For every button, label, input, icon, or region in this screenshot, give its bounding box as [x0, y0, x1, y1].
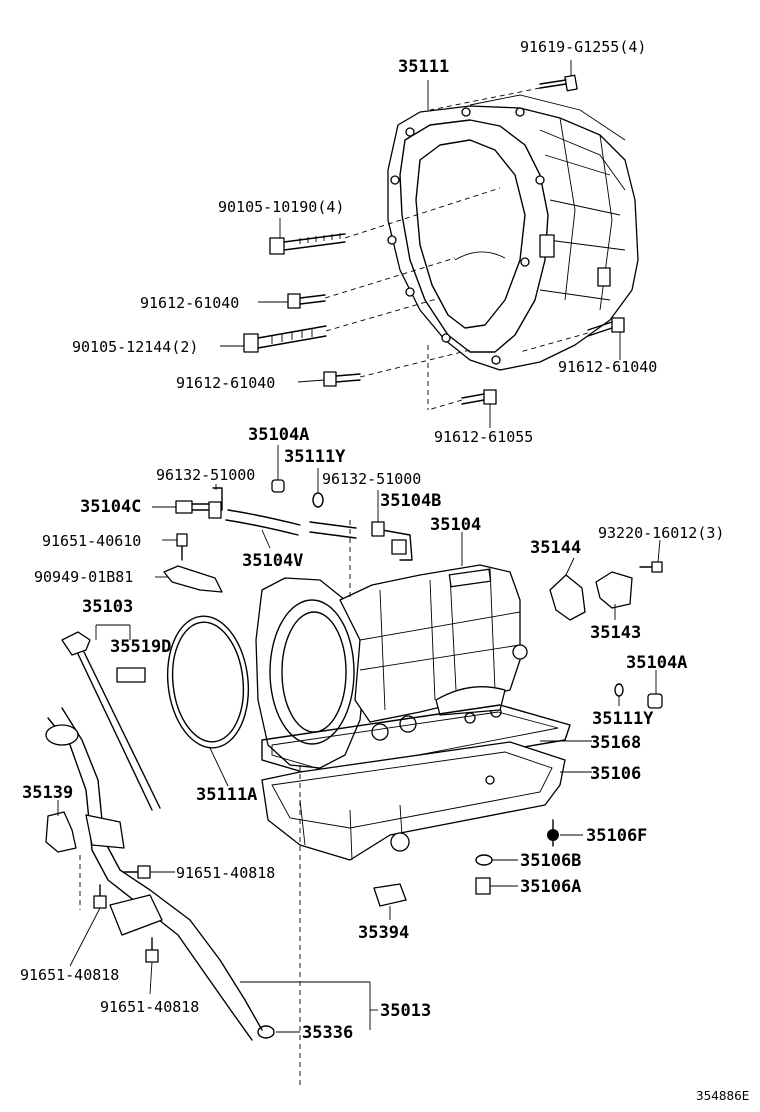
label-93220-16012: 93220-16012(3): [598, 524, 724, 542]
bolt-91612-61055: [461, 389, 497, 405]
reference-code: 354886E: [696, 1089, 749, 1103]
label-35106: 35106: [590, 764, 641, 784]
bolt-91612-61040-b: [323, 371, 361, 387]
label-35106F: 35106F: [586, 826, 647, 846]
dipstick-35103: [61, 631, 161, 811]
label-35519D: 35519D: [110, 637, 171, 657]
bolt-90105-10190: [269, 233, 346, 255]
dipstick-seal-35519D: [116, 667, 146, 683]
filler-tube-35013: [45, 707, 263, 1041]
plug-35106F: [547, 819, 559, 847]
label-91612-61040-b: 91612-61040: [176, 374, 275, 392]
label-35168: 35168: [590, 733, 641, 753]
bolt-91651-40610: [176, 533, 188, 561]
oil-pan-gasket: [261, 704, 571, 781]
label-91619-G1255: 91619-G1255(4): [520, 38, 646, 56]
clamp-96132-b: [371, 521, 385, 537]
label-35394: 35394: [358, 923, 409, 943]
label-35111: 35111: [398, 57, 449, 77]
oring-35111A: [166, 615, 250, 749]
label-35111Y-right: 35111Y: [592, 709, 654, 729]
label-35013: 35013: [380, 1001, 431, 1021]
label-35103: 35103: [82, 597, 133, 617]
label-91651-40818-a: 91651-40818: [176, 864, 275, 882]
label-35104V: 35104V: [242, 551, 303, 571]
label-35104A-top: 35104A: [248, 425, 309, 445]
oil-pan: [261, 741, 566, 861]
oring-35111Y-top: [312, 492, 324, 508]
union-35104C: [175, 500, 222, 519]
bolt-90105-12144: [243, 325, 327, 353]
leader-lines: [57, 60, 661, 1033]
label-35104A-right: 35104A: [626, 653, 687, 673]
union-35104A-top: [271, 479, 285, 493]
bolt-91651-40818-c: [145, 937, 159, 963]
strainer-35394: [373, 883, 407, 907]
label-91612-61040-a: 91612-61040: [140, 294, 239, 312]
bracket-35139: [45, 811, 77, 853]
label-35104B: 35104B: [380, 491, 441, 511]
bolt-91651-40818-a: [123, 865, 151, 879]
label-35111Y-top: 35111Y: [284, 447, 346, 467]
plug-35106A: [475, 877, 491, 895]
oring-35336: [257, 1025, 275, 1039]
bolt-93220-16012: [639, 561, 663, 573]
label-35336: 35336: [302, 1023, 353, 1043]
bolt-91612-61040-a: [287, 293, 326, 309]
label-35139: 35139: [22, 783, 73, 803]
label-35111A: 35111A: [196, 785, 257, 805]
label-90949-01B81: 90949-01B81: [34, 568, 133, 586]
label-91612-61055: 91612-61055: [434, 428, 533, 446]
bracket-35144: [549, 574, 586, 621]
label-91651-40818-b: 91651-40818: [20, 966, 119, 984]
label-90105-12144: 90105-12144(2): [72, 338, 198, 356]
label-35143: 35143: [590, 623, 641, 643]
label-35106A: 35106A: [520, 877, 581, 897]
gasket-35106B: [475, 854, 493, 866]
bolt-91651-40818-b: [93, 884, 107, 909]
label-91651-40818-c: 91651-40818: [100, 998, 199, 1016]
label-35104: 35104: [430, 515, 481, 535]
bracket-90949: [163, 565, 223, 593]
label-90105-10190: 90105-10190(4): [218, 198, 344, 216]
union-35104A-right: [647, 693, 663, 709]
label-91612-61040-c: 91612-61040: [558, 358, 657, 376]
union-35104B: [391, 539, 407, 555]
oil-cooler-hose: [225, 509, 413, 561]
transmission-housing: [387, 94, 639, 371]
label-35106B: 35106B: [520, 851, 581, 871]
label-35104C: 35104C: [80, 497, 141, 517]
label-96132-51000-b: 96132-51000: [322, 470, 421, 488]
label-96132-51000-a: 96132-51000: [156, 466, 255, 484]
bolt-91619-G1255: [539, 74, 578, 92]
transmission-assembly: [255, 564, 528, 769]
bolt-91612-61040-c: [587, 317, 625, 337]
label-91651-40610: 91651-40610: [42, 532, 141, 550]
oring-35111Y-right: [614, 683, 624, 697]
label-35144: 35144: [530, 538, 581, 558]
bracket-35143: [595, 571, 633, 609]
